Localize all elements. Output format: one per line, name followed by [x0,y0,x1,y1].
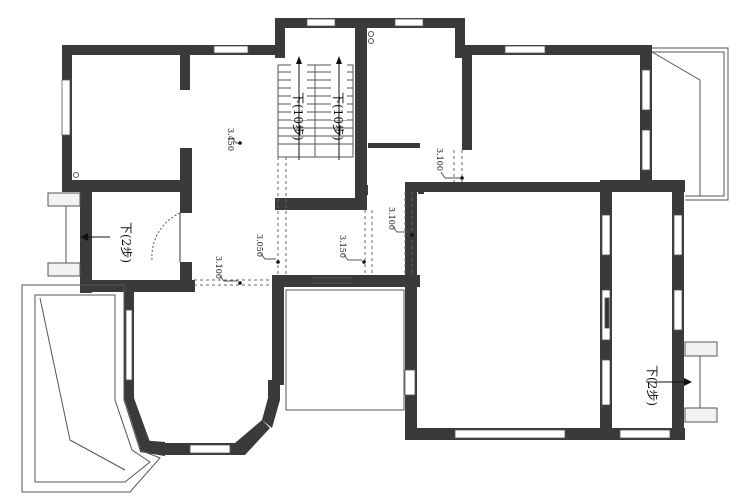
stairs: 下(10步) 下(10步) [277,56,354,160]
stair-arrow-left [296,56,302,64]
terraces [21,47,729,493]
level-marks: 3.450 3.100 3.100 3.050 3.150 3.100 [214,128,464,285]
level-main-hall: 3.450 [226,128,235,151]
stair-label-left: 下(10步) [291,92,305,141]
level-corridor-b: 3.150 [338,235,347,258]
level-corridor-a: 3.050 [255,234,264,257]
walls [62,18,685,456]
stair-arrow-right [336,56,342,64]
level-entry: 3.100 [214,256,223,279]
step-label-east: 下(2步) [645,365,659,406]
level-upper-right: 3.100 [435,148,444,171]
windows [61,18,683,454]
step-label-west: 下(2步) [119,222,133,263]
stair-label-right: 下(10步) [331,92,345,141]
level-lines [194,150,463,286]
level-mid-right: 3.100 [387,207,396,230]
entry-door [80,212,181,262]
